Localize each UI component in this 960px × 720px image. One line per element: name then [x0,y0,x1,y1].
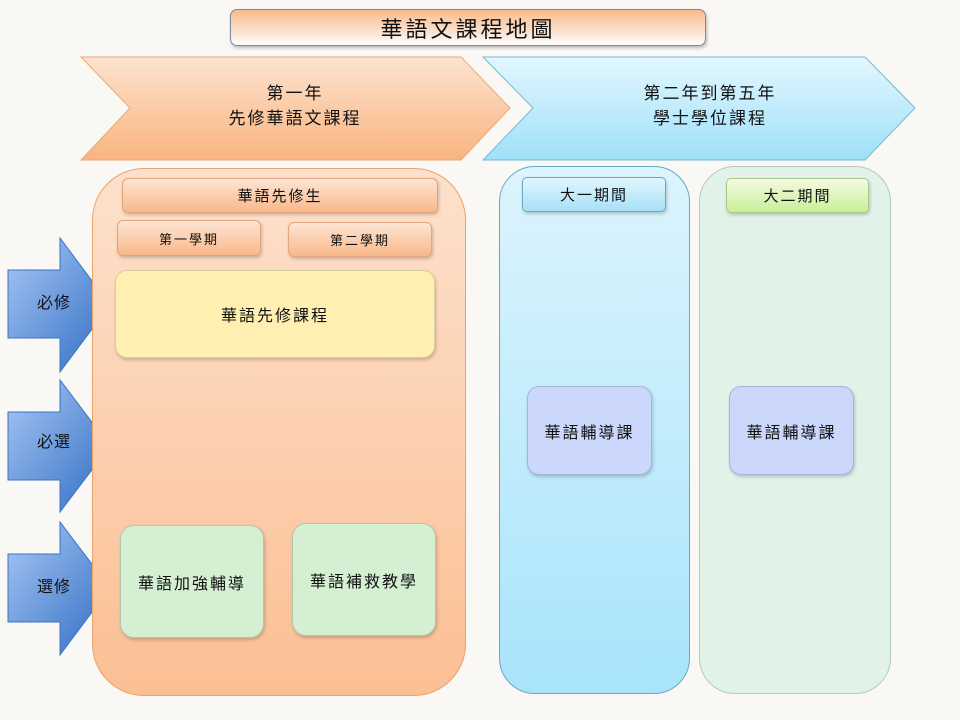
phase-line1: 第一年 [266,84,324,104]
page-title: 華語文課程地圖 [230,9,706,46]
prep-student-header: 華語先修生 [122,178,438,213]
phase-chevron-year1 [79,56,511,161]
row-arrow-required [7,236,111,374]
elective-course-box: 華語補救教學 [292,523,436,636]
phase-chevron-years2-5 [481,56,916,161]
semester-2-header: 第二學期 [288,222,432,257]
phase-line2: 學士學位課程 [653,109,767,129]
tutoring-course-box: 華語輔導課 [729,386,854,475]
phase-line1: 第二年到第五年 [643,84,777,104]
phase-line2: 先修華語文課程 [228,109,362,129]
sophomore-header: 大二期間 [726,178,869,213]
row-label-elective: 選修 [36,577,71,596]
row-arrow-mandatory-elective [7,378,111,514]
phase-label-years2-5: 第二年到第五年 學士學位課程 [540,78,880,136]
row-arrow-elective [7,520,111,657]
row-label-required: 必修 [36,293,71,312]
row-label-mandatory-elective: 必選 [36,432,71,451]
freshman-header: 大一期間 [522,177,666,212]
elective-course-box: 華語加強輔導 [120,525,264,638]
required-course-box: 華語先修課程 [115,270,435,358]
phase-label-year1: 第一年 先修華語文課程 [130,78,460,136]
semester-1-header: 第一學期 [117,220,261,256]
tutoring-course-box: 華語輔導課 [527,386,652,475]
